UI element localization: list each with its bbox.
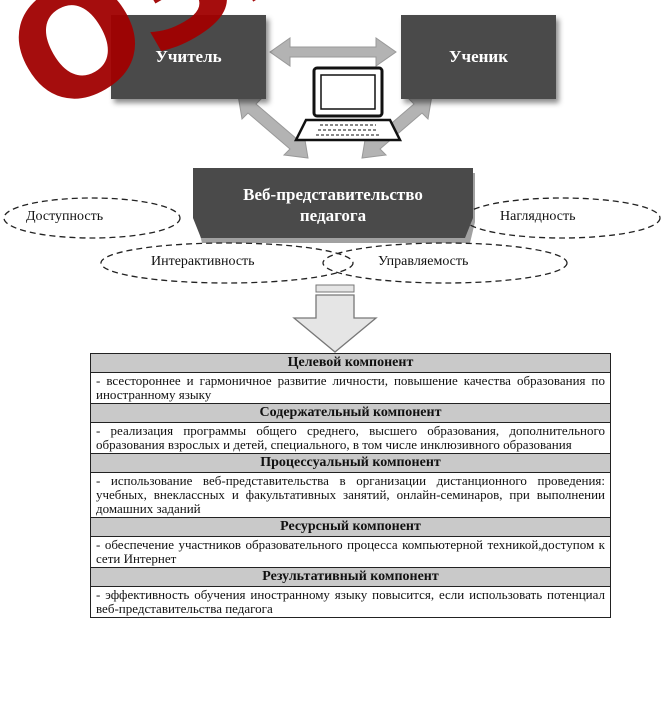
- web-title-line2: педагога: [299, 206, 367, 225]
- component-text: - реализация программы общего среднего, …: [90, 422, 611, 454]
- double-arrow-left: [237, 94, 309, 159]
- component-header-row: Содержательный компонент: [90, 403, 611, 423]
- component-title: Целевой компонент: [90, 353, 611, 373]
- student-label: Ученик: [449, 47, 508, 66]
- component-text: - обеспечение участников образовательног…: [90, 536, 611, 568]
- laptop-icon: [293, 66, 403, 142]
- oval-interactivity: [100, 242, 354, 284]
- component-body-row: - обеспечение участников образовательног…: [90, 536, 611, 568]
- component-body-row: - всестороннее и гармоничное развитие ли…: [90, 372, 611, 404]
- component-title: Ресурсный компонент: [90, 517, 611, 537]
- component-title: Результативный компонент: [90, 567, 611, 587]
- teacher-box: Учитель: [111, 15, 266, 99]
- component-body-row: - эффективность обучения иностранному яз…: [90, 586, 611, 618]
- component-header-row: Ресурсный компонент: [90, 517, 611, 537]
- accessibility-label: Доступность: [26, 209, 104, 224]
- component-header-row: Целевой компонент: [90, 353, 611, 373]
- component-title: Процессуальный компонент: [90, 453, 611, 473]
- interactivity-label: Интерактивность: [151, 254, 255, 269]
- component-title: Содержательный компонент: [90, 403, 611, 423]
- component-header-row: Процессуальный компонент: [90, 453, 611, 473]
- component-text: - эффективность обучения иностранному яз…: [90, 586, 611, 618]
- teacher-label: Учитель: [155, 47, 222, 66]
- oval-manageability: [322, 242, 568, 284]
- oval-accessibility: [3, 197, 181, 239]
- component-body-row: - использование веб-представительства в …: [90, 472, 611, 518]
- web-title-line1: Веб-представительство: [243, 185, 423, 204]
- components-table: Целевой компонент - всестороннее и гармо…: [90, 353, 611, 618]
- web-box-shape: [193, 168, 473, 238]
- manageability-label: Управляемость: [378, 254, 469, 269]
- web-representation-box: Веб-представительство педагога: [193, 168, 473, 238]
- component-header-row: Результативный компонент: [90, 567, 611, 587]
- visibility-label: Наглядность: [500, 209, 576, 224]
- student-box: Ученик: [401, 15, 556, 99]
- component-text: - использование веб-представительства в …: [90, 472, 611, 518]
- double-arrow-top: [269, 37, 397, 67]
- down-arrow: [292, 284, 378, 353]
- component-body-row: - реализация программы общего среднего, …: [90, 422, 611, 454]
- double-arrow-right: [361, 94, 433, 159]
- component-text: - всестороннее и гармоничное развитие ли…: [90, 372, 611, 404]
